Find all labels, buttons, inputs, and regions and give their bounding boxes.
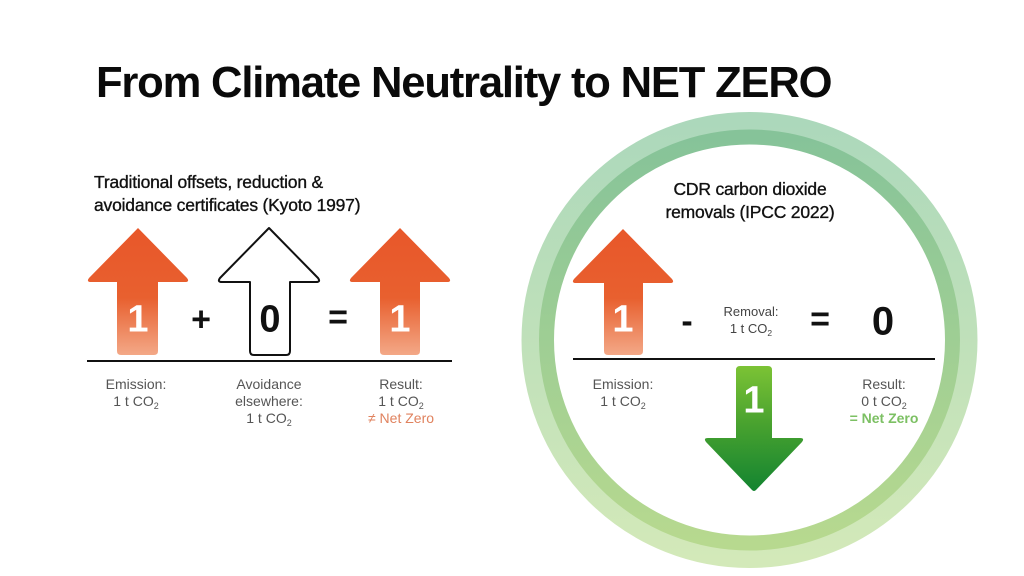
removal-caption: Removal: 1 t CO2 [724,303,779,337]
emission-arrow-up-icon [87,228,189,355]
cdr-emission-arrow-value: 1 [612,298,634,341]
cdr-emission-value: 1 t CO2 [600,393,646,411]
result-arrow-value: 1 [389,298,411,341]
removal-label: Removal: [723,304,779,319]
avoidance-caption: Avoidance elsewhere: 1 t CO2 [235,376,303,428]
avoidance-label-line1: Avoidance [236,376,302,392]
right-panel-heading: CDR carbon dioxide removals (IPCC 2022) [640,178,860,224]
emission-value: 1 t CO2 [113,393,159,411]
plus-operator: + [191,300,211,339]
cdr-emission-label: Emission: [592,376,654,392]
result-label: Result: [379,376,423,392]
minus-operator: - [681,302,693,341]
left-heading-line2: avoidance certificates (Kyoto 1997) [94,195,361,215]
page-title: From Climate Neutrality to NET ZERO [96,58,833,107]
left-panel-heading: Traditional offsets, reduction & avoidan… [94,171,361,217]
result-arrow-up-icon [349,228,451,355]
emission-caption: Emission: 1 t CO2 [105,376,167,411]
avoidance-label-line2: elsewhere: [235,393,303,409]
result-value: 1 t CO2 [378,393,424,411]
equals-operator-right: = [810,300,830,339]
equals-operator: = [328,298,348,337]
cdr-result-value: 0 t CO2 [861,393,907,411]
cdr-result-caption: Result: 0 t CO2 = Net Zero [850,376,919,427]
removal-arrow-down-icon [704,366,804,491]
right-heading-line2: removals (IPCC 2022) [665,202,835,222]
avoidance-arrow-value: 0 [259,298,281,341]
cdr-result-label: Result: [862,376,906,392]
net-result-value: 0 [871,299,895,344]
avoidance-value: 1 t CO2 [246,410,292,428]
emission-arrow-value: 1 [127,298,149,341]
not-net-zero-status: ≠ Net Zero [367,410,435,426]
net-zero-status: = Net Zero [849,410,919,426]
removal-arrow-value: 1 [743,379,765,422]
left-heading-line1: Traditional offsets, reduction & [94,172,324,192]
net-zero-ring [521,112,978,568]
emission-arrow-up-icon-right [572,229,674,355]
removal-value: 1 t CO2 [729,321,773,338]
right-heading-line1: CDR carbon dioxide [673,179,827,199]
cdr-emission-caption: Emission: 1 t CO2 [592,376,654,411]
emission-label: Emission: [105,376,167,392]
avoidance-arrow-outline-icon [217,227,321,356]
result-caption: Result: 1 t CO2 ≠ Net Zero [368,376,434,427]
